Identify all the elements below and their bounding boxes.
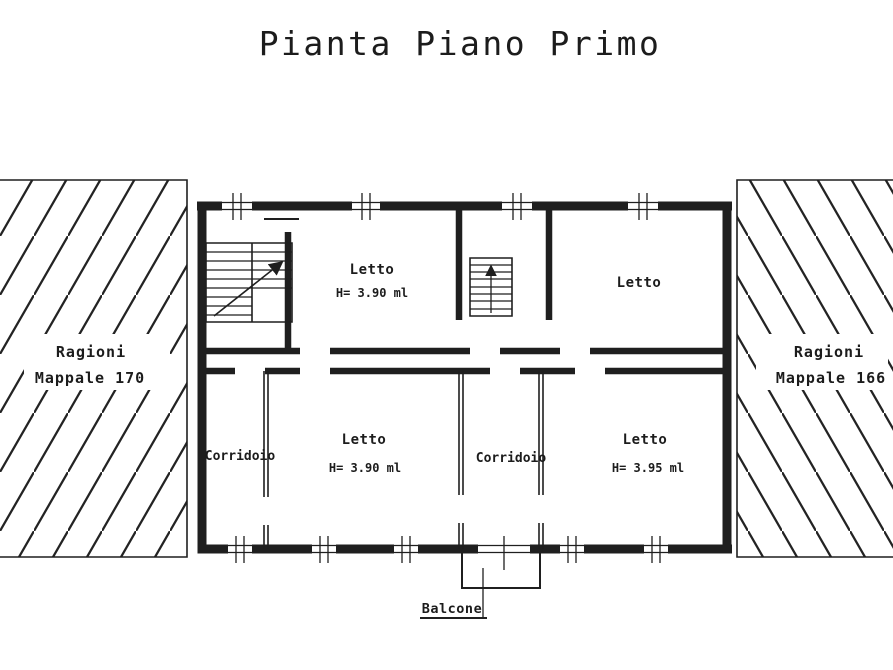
parcel-left: Ragioni Mappale 170 <box>0 179 188 558</box>
corridor-left-label: Corridoio <box>205 449 276 464</box>
parcel-right-name: Ragioni <box>794 343 864 361</box>
interior-walls <box>206 210 727 375</box>
exterior-walls <box>197 201 732 554</box>
room-letto-top-center-label: Letto <box>350 262 395 278</box>
balcony-outline <box>461 553 541 589</box>
staircase-left-treads <box>206 251 292 316</box>
room-labels: Letto H= 3.90 ml Letto Letto H= 3.90 ml … <box>205 262 684 475</box>
page-title: Pianta Piano Primo <box>259 24 662 63</box>
room-letto-bottom-center-height: H= 3.90 ml <box>329 461 401 475</box>
window-faces <box>222 201 668 554</box>
building-walls <box>197 201 732 554</box>
staircase-center <box>469 257 513 317</box>
parcel-left-number: Mappale 170 <box>35 369 145 387</box>
room-letto-bottom-center-label: Letto <box>342 432 387 448</box>
parcel-left-name: Ragioni <box>56 343 126 361</box>
room-letto-top-center-height: H= 3.90 ml <box>336 286 408 300</box>
balcony: Balcone <box>420 553 541 619</box>
corridor-center-label: Corridoio <box>476 451 547 466</box>
parcel-right-border <box>736 179 893 558</box>
staircase-center-outline <box>469 257 513 317</box>
corridor-partition-walls <box>263 371 544 549</box>
room-letto-bottom-right-label: Letto <box>623 432 668 448</box>
parcel-right-label-bg <box>756 334 888 390</box>
staircase-left <box>205 242 293 323</box>
staircase-left-direction-arrow <box>213 261 284 317</box>
balcony-label: Balcone <box>422 601 482 617</box>
parcel-left-label-bg <box>24 334 170 390</box>
windows <box>222 193 668 570</box>
room-letto-bottom-right-height: H= 3.95 ml <box>612 461 684 475</box>
parcel-left-border <box>0 179 188 558</box>
window-ticks <box>232 193 661 570</box>
parcel-right: Ragioni Mappale 166 <box>736 179 893 558</box>
parcel-right-number: Mappale 166 <box>776 369 886 387</box>
staircase-left-outline <box>205 242 293 323</box>
room-letto-top-right-label: Letto <box>617 275 662 291</box>
